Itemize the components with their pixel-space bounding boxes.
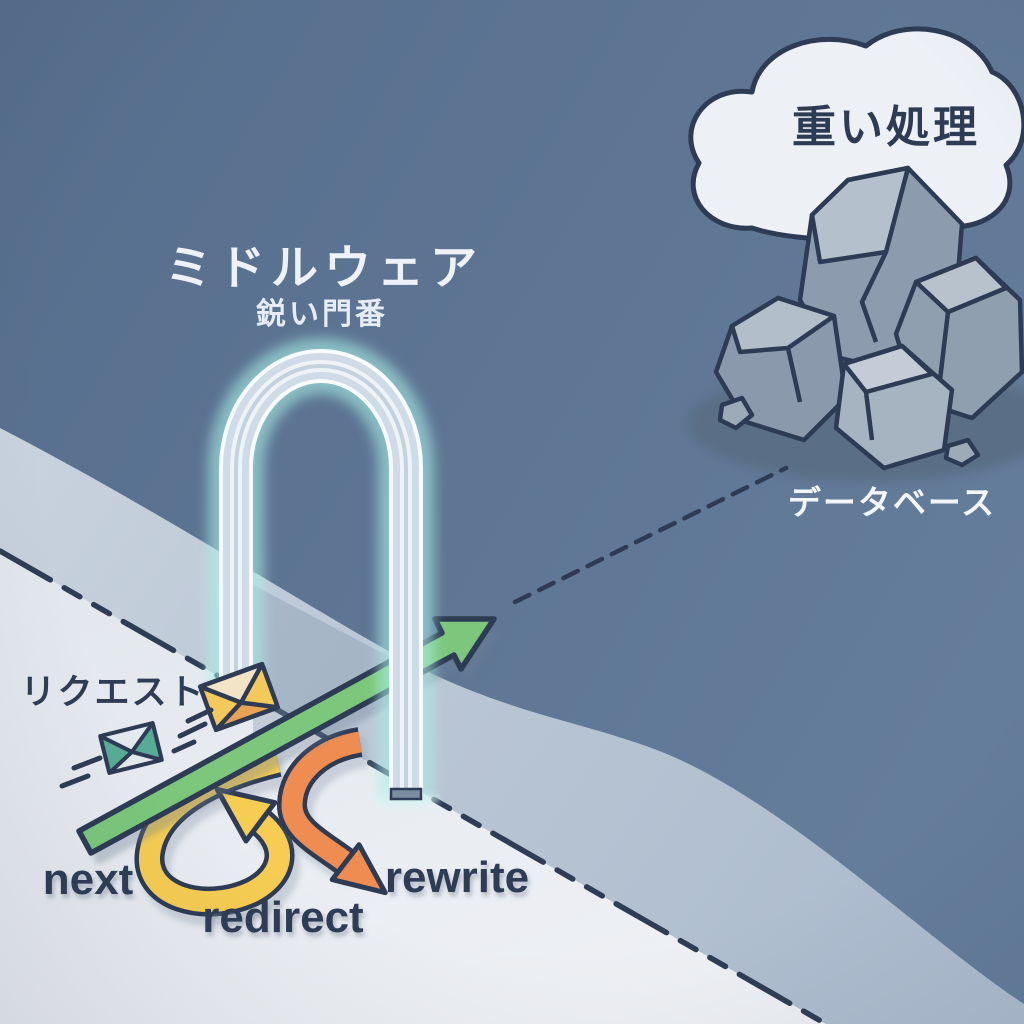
middleware-illustration: 重い処理 データベース ミドルウェア 鋭い門番 — [0, 0, 1024, 1024]
vignette-overlay — [0, 0, 1024, 1024]
